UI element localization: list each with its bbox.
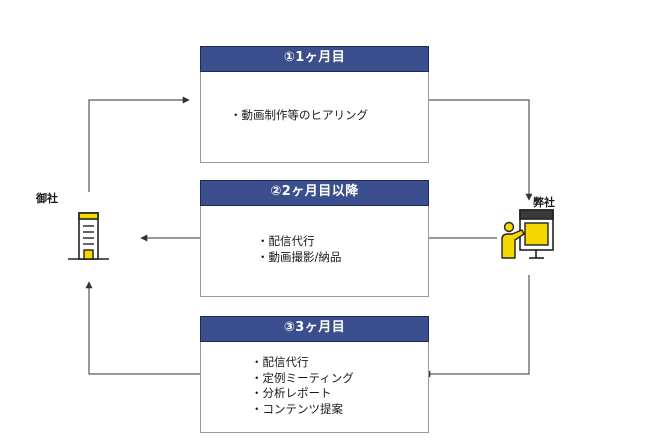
arrow-step3-to-client [85, 281, 200, 375]
step3-item: ・配信代行 [251, 355, 309, 369]
client-label: 御社 [36, 192, 58, 205]
step1-box: ①1ヶ月目 ・動画制作等のヒアリング [200, 46, 429, 163]
step2-title: ②2ヶ月目以降 [200, 180, 429, 206]
person-at-board-icon [500, 208, 556, 260]
step2-box: ②2ヶ月目以降 ・配信代行 ・動画撮影/納品 [200, 180, 429, 297]
arrow-company-to-step3 [423, 275, 530, 378]
company-label: 弊社 [533, 196, 555, 209]
office-building-icon [66, 211, 111, 261]
step1-items: ・動画制作等のヒアリング [230, 108, 368, 124]
step3-item: ・分析レポート [251, 386, 332, 400]
step2-items: ・配信代行 ・動画撮影/納品 [257, 234, 341, 265]
step3-title: ③3ヶ月目 [200, 316, 429, 342]
step3-box: ③3ヶ月目 ・配信代行 ・定例ミーティング ・分析レポート ・コンテンツ提案 [200, 316, 429, 433]
step1-item: ・動画制作等のヒアリング [230, 108, 368, 122]
step3-item: ・コンテンツ提案 [251, 401, 343, 416]
arrow-client-to-step1 [88, 96, 190, 192]
step3-items: ・配信代行 ・定例ミーティング ・分析レポート ・コンテンツ提案 [251, 355, 354, 417]
step1-title: ①1ヶ月目 [200, 46, 429, 72]
step3-item: ・定例ミーティング [251, 370, 354, 385]
step2-item: ・動画撮影/納品 [257, 249, 342, 264]
step2-item: ・配信代行 [257, 234, 315, 248]
arrow-step1-to-company [429, 99, 533, 201]
